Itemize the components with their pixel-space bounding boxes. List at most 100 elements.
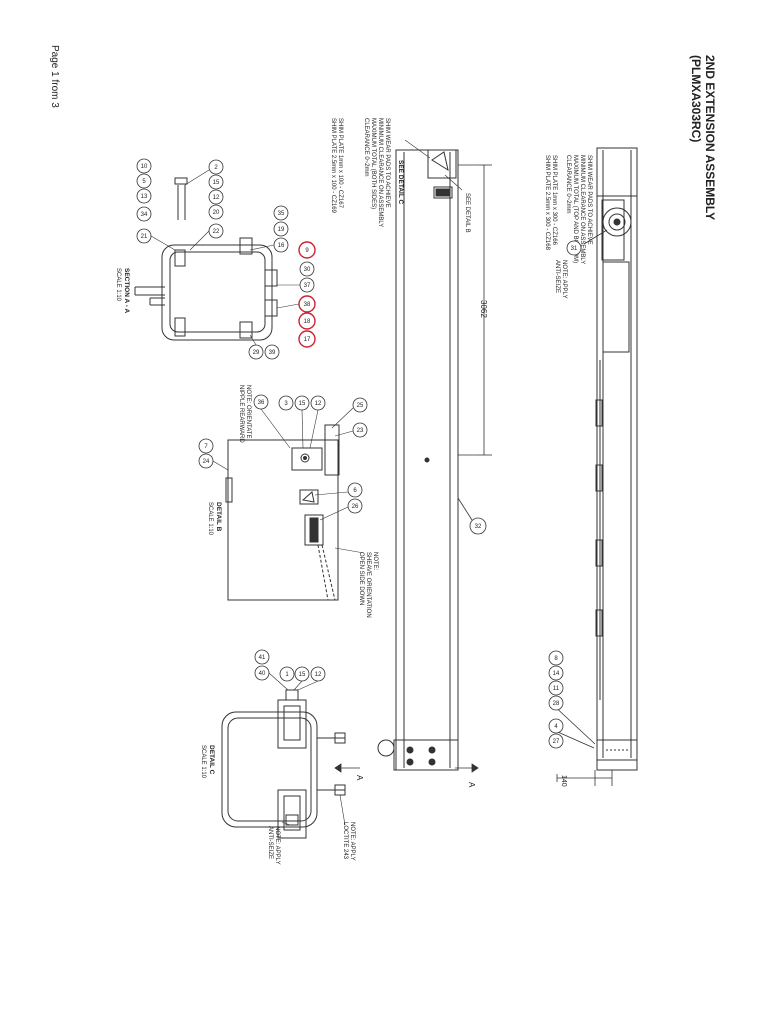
- note-shim-side: SHIM WEAR PADS TO ACHIEVE MINIMUM CLEARA…: [363, 118, 390, 227]
- note-shim-side-plates: SHIM PLATE 1mm x 100 - CZ167 SHIM PLATE …: [330, 118, 343, 214]
- section-mark-left: A: [355, 775, 364, 781]
- balloon-19: 19: [273, 221, 289, 237]
- detail-b-leaders: [212, 407, 365, 554]
- svg-text:SHIM WEAR PADS TO ACHIEVE: SHIM WEAR PADS TO ACHIEVE: [384, 118, 390, 208]
- detail-c-title: DETAIL C SCALE 1:10: [200, 745, 215, 779]
- detail-b-view: [225, 424, 340, 601]
- balloon-24: 24: [198, 453, 214, 469]
- svg-text:8: 8: [554, 656, 558, 662]
- balloon-34: 34: [136, 206, 152, 222]
- balloon-27: 27: [548, 733, 564, 749]
- section-aa-title: SECTION A - A SCALE 1:10: [115, 268, 130, 313]
- svg-text:ANTI-SEIZE: ANTI-SEIZE: [267, 826, 273, 859]
- leader-32: [457, 497, 473, 521]
- svg-text:SECTION A - A: SECTION A - A: [123, 268, 130, 313]
- balloon-30: 30: [299, 261, 315, 277]
- svg-text:NOTE: APPLY: NOTE: APPLY: [274, 826, 280, 865]
- top-view-balloons: 31 8 14 11 28 4 27: [548, 240, 582, 749]
- detail-c-view: [221, 689, 346, 839]
- note-loctite: NOTE: APPLY LOCTITE 243: [342, 822, 355, 861]
- balloon-10: 10: [136, 158, 152, 174]
- svg-text:MAXIMUM TOTAL (BOTH SIDES): MAXIMUM TOTAL (BOTH SIDES): [370, 118, 376, 209]
- see-detail-leaders: [404, 139, 463, 191]
- balloon-29: 29: [248, 344, 264, 360]
- note-nipple: NOTE: ORIENTATE NIPPLE REARWARD: [238, 385, 251, 443]
- svg-text:31: 31: [571, 246, 578, 252]
- svg-text:A: A: [355, 775, 364, 781]
- svg-text:1: 1: [285, 672, 289, 678]
- note-shim-top-1: SHIM WEAR PADS TO ACHIEVE: [586, 155, 592, 245]
- balloon-35: 35: [273, 205, 289, 221]
- balloon-38-highlighted: 38: [298, 295, 316, 313]
- svg-text:41: 41: [259, 655, 266, 661]
- svg-text:28: 28: [553, 701, 560, 707]
- svg-text:NOTE: APPLY: NOTE: APPLY: [349, 822, 355, 861]
- balloon-32: 32: [469, 517, 487, 535]
- balloon-15-b: 15: [294, 395, 310, 411]
- note-shim-top-2: MINIMUM CLEARANCE ON ASSEMBLY: [579, 155, 585, 264]
- balloon-31: 31: [566, 240, 582, 256]
- svg-text:2: 2: [214, 165, 218, 171]
- balloon-6: 6: [347, 482, 363, 498]
- note-shim-top: SHIM WEAR PADS TO ACHIEVE MINIMUM CLEARA…: [544, 155, 592, 264]
- page-label-group: Page 1 from 3: [49, 45, 60, 108]
- svg-text:SHIM PLATE 1mm x 100 - CZ167: SHIM PLATE 1mm x 100 - CZ167: [337, 118, 343, 209]
- balloon-28: 28: [548, 695, 564, 711]
- balloon-7: 7: [198, 438, 214, 454]
- drawing-subtitle: (PLMXA303RC): [689, 55, 703, 142]
- top-view: [595, 147, 638, 771]
- balloon-1: 1: [279, 666, 295, 682]
- svg-text:12: 12: [315, 672, 322, 678]
- svg-text:29: 29: [253, 350, 260, 356]
- svg-text:LOCTITE 243: LOCTITE 243: [342, 822, 348, 860]
- balloon-21: 21: [136, 228, 152, 244]
- section-mark-right: A: [467, 782, 476, 788]
- balloon-22: 22: [208, 223, 224, 239]
- svg-text:18: 18: [304, 319, 311, 325]
- balloon-15: 15: [208, 174, 224, 190]
- note-shim-top-plate-2: SHIM PLATE 2.5mm x 300 - CZ168: [544, 155, 550, 251]
- detail-b-balloons: 36 3 15 12 25 23 6 26 7 24: [198, 394, 368, 514]
- svg-text:12: 12: [315, 401, 322, 407]
- svg-text:MINIMUM CLEARANCE ON ASSEMBLY: MINIMUM CLEARANCE ON ASSEMBLY: [377, 118, 383, 227]
- svg-text:NOTE: ORIENTATE: NOTE: ORIENTATE: [245, 385, 251, 438]
- balloon-14: 14: [548, 665, 564, 681]
- svg-text:15: 15: [299, 672, 306, 678]
- balloon-36: 36: [253, 394, 269, 410]
- balloon-13: 13: [136, 188, 152, 204]
- svg-text:19: 19: [278, 227, 285, 233]
- balloon-12-c: 12: [310, 666, 326, 682]
- svg-text:NIPPLE REARWARD: NIPPLE REARWARD: [238, 385, 244, 443]
- svg-text:16: 16: [278, 243, 285, 249]
- svg-text:35: 35: [278, 211, 285, 217]
- svg-text:SCALE 1:10: SCALE 1:10: [115, 268, 121, 302]
- svg-text:9: 9: [305, 248, 309, 254]
- svg-text:30: 30: [304, 267, 311, 273]
- svg-text:17: 17: [304, 337, 311, 343]
- svg-text:14: 14: [553, 671, 560, 677]
- balloon-16: 16: [273, 237, 289, 253]
- svg-text:22: 22: [213, 229, 220, 235]
- balloon-18-highlighted: 18: [298, 312, 316, 330]
- balloon-23: 23: [352, 422, 368, 438]
- svg-text:25: 25: [357, 403, 364, 409]
- dimension-140: 140: [560, 775, 567, 787]
- balloon-39: 39: [264, 344, 280, 360]
- svg-text:SHEAVE ORIENTATION: SHEAVE ORIENTATION: [365, 552, 371, 618]
- svg-text:6: 6: [353, 488, 357, 494]
- balloon-12: 12: [208, 189, 224, 205]
- svg-text:NOTE:: NOTE:: [372, 552, 378, 571]
- svg-text:CLEARANCE 0~2mm: CLEARANCE 0~2mm: [363, 118, 369, 177]
- balloon-3: 3: [278, 395, 294, 411]
- balloon-41: 41: [254, 649, 270, 665]
- note-shim-top-plate-1: SHIM PLATE 1mm x 300 - CZ166: [551, 155, 557, 246]
- balloon-9-highlighted: 9: [298, 241, 316, 259]
- balloon-37: 37: [299, 277, 315, 293]
- svg-text:15: 15: [299, 401, 306, 407]
- note-anti-seize-c: NOTE: APPLY ANTI-SEIZE: [267, 826, 280, 865]
- drawing-title: 2ND EXTENSION ASSEMBLY: [703, 55, 717, 220]
- note-anti-seize-top: NOTE: APPLY ANTI-SEIZE: [554, 260, 567, 299]
- note-sheave: NOTE: SHEAVE ORIENTATION OPEN SIDE DOWN: [358, 552, 378, 618]
- svg-text:OPEN SIDE DOWN: OPEN SIDE DOWN: [358, 552, 364, 605]
